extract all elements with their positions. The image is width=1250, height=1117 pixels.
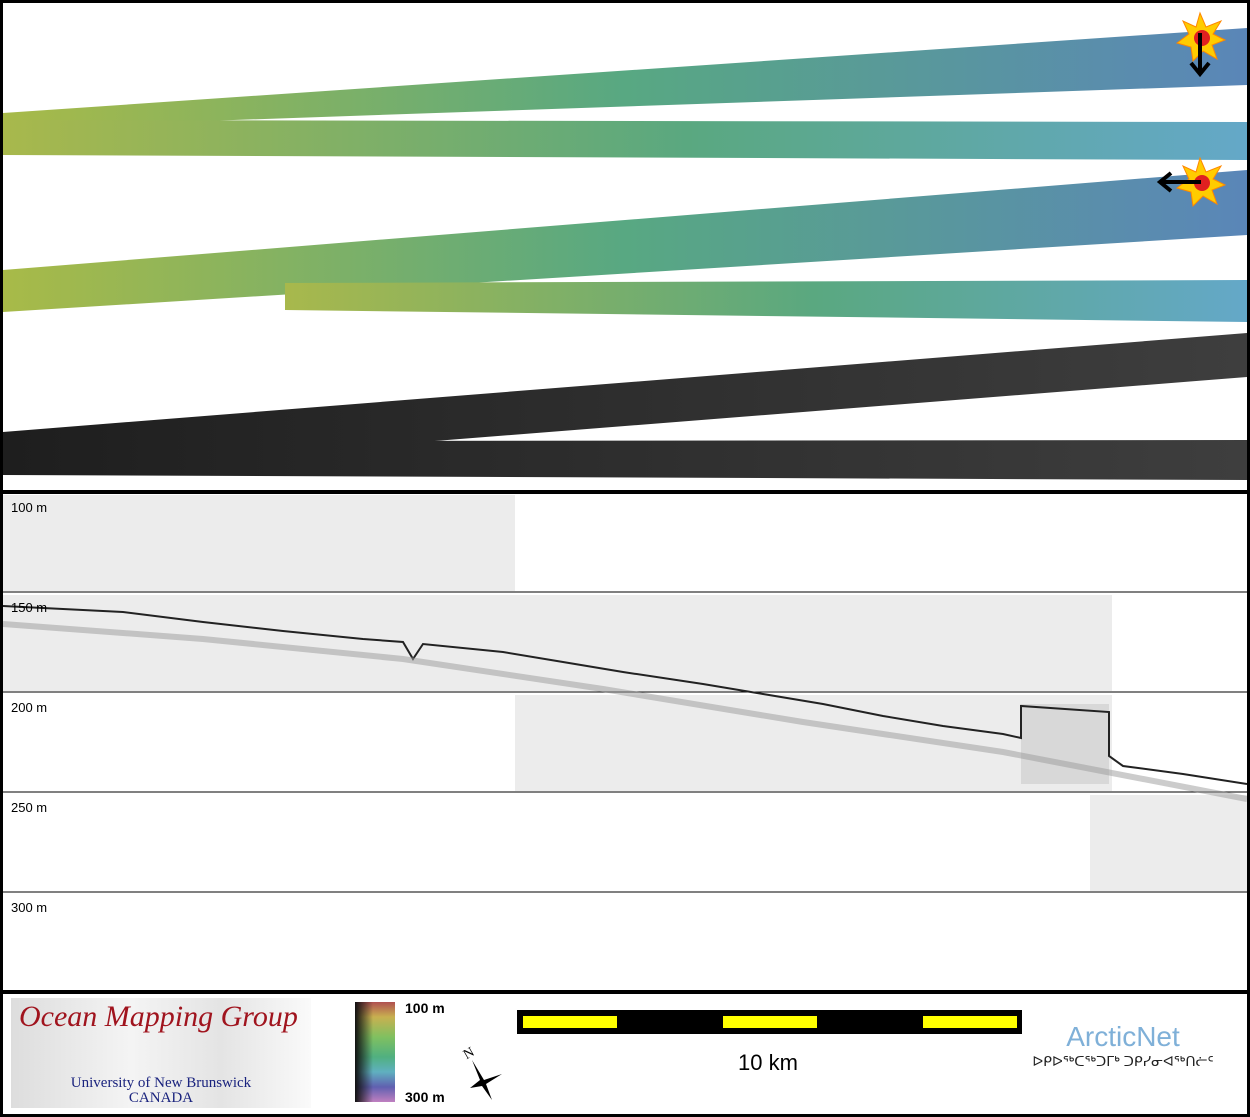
swath-map bbox=[3, 11, 1247, 480]
arrow-left-icon bbox=[1156, 171, 1201, 193]
north-arrow-icon: N bbox=[461, 1045, 502, 1100]
depth-label: 250 m bbox=[11, 800, 48, 815]
seafloor-reflector bbox=[3, 605, 1247, 785]
legend-footer: Ocean Mapping Group University of New Br… bbox=[3, 994, 1247, 1114]
depth-label: 100 m bbox=[11, 500, 48, 515]
logo-country: CANADA bbox=[128, 1090, 194, 1106]
bathymetry-swath bbox=[285, 280, 1247, 322]
depth-label: 300 m bbox=[11, 900, 48, 915]
backscatter-swath bbox=[3, 333, 1247, 475]
colorbar-top-label: 100 m bbox=[405, 1000, 445, 1016]
arcticnet-inuktitut: ᐅᑭᐅᖅᑕᖅᑐᒥᒃ ᑐᑭᓯᓂᐊᖅᑎᓖᑦ bbox=[1032, 1053, 1214, 1069]
depth-colorbar bbox=[355, 1002, 395, 1102]
arcticnet-name: ArcticNet bbox=[1066, 1021, 1180, 1052]
logo-university: University of New Brunswick bbox=[70, 1075, 252, 1091]
seismic-profile bbox=[3, 495, 1247, 893]
arrow-down-icon bbox=[1189, 33, 1211, 78]
logo-title: Ocean Mapping Group bbox=[19, 1000, 298, 1033]
seismic-profile-panel: 100 m 150 m 200 m 250 m 300 m bbox=[3, 494, 1247, 990]
scale-bar bbox=[517, 1010, 1022, 1034]
arcticnet-logo: ArcticNet ᐅᑭᐅᖅᑕᖅᑐᒥᒃ ᑐᑭᓯᓂᐊᖅᑎᓖᑦ bbox=[1003, 1022, 1243, 1070]
backscatter-swath bbox=[3, 440, 1247, 480]
depth-label: 200 m bbox=[11, 700, 48, 715]
swath-map-panel bbox=[3, 3, 1247, 490]
colorbar-bottom-label: 300 m bbox=[405, 1089, 445, 1105]
depth-label: 150 m bbox=[11, 600, 48, 615]
ocean-mapping-group-logo: Ocean Mapping Group University of New Br… bbox=[11, 998, 311, 1108]
bathymetry-swath bbox=[3, 170, 1247, 312]
bathymetry-swath bbox=[3, 28, 1247, 128]
north-label: N bbox=[461, 1045, 477, 1063]
scale-label: 10 km bbox=[738, 1050, 798, 1075]
bathymetry-swath bbox=[3, 120, 1247, 160]
